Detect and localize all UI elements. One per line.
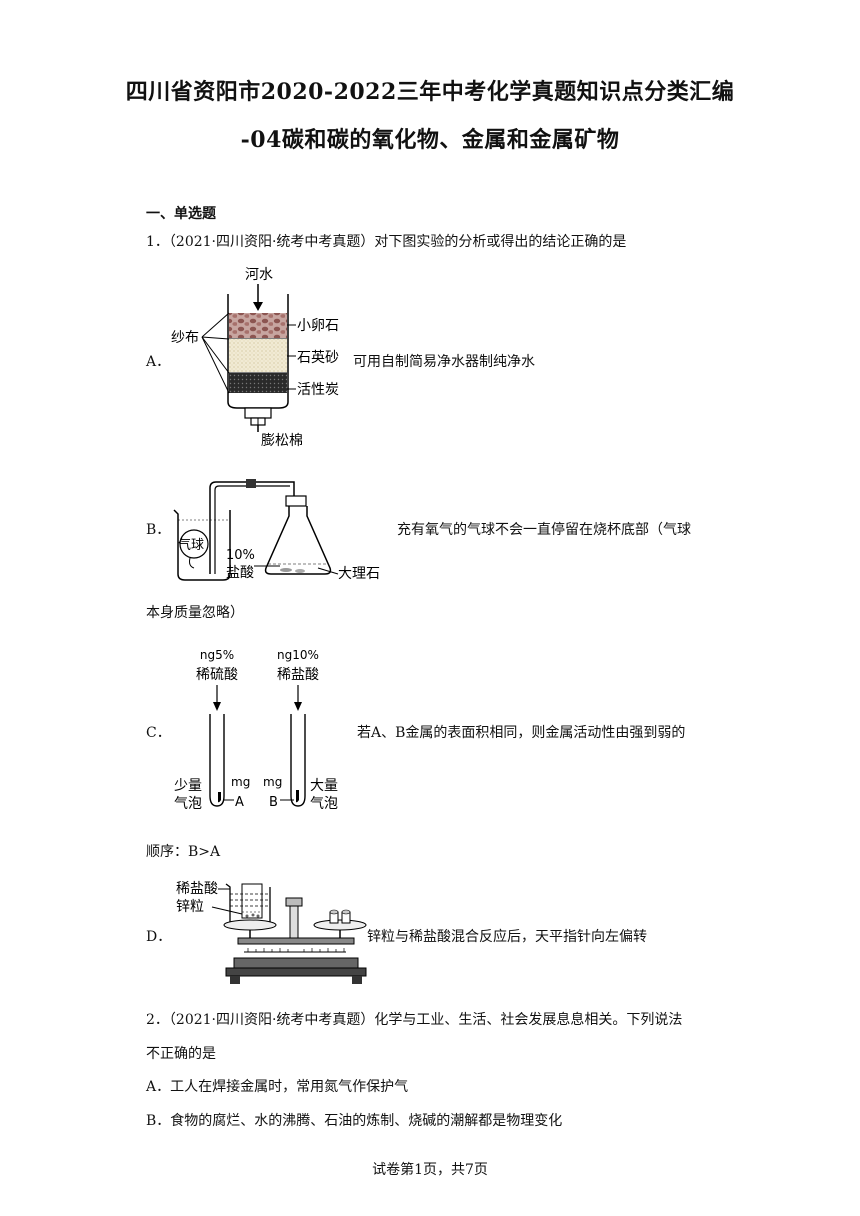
mass-a-label: mg bbox=[231, 775, 250, 789]
option-d-text: 锌粒与稀盐酸混合反应后，天平指针向左偏转 bbox=[367, 929, 647, 945]
hydrochloric-acid-label: 盐酸 bbox=[226, 565, 254, 581]
left-bubbles-1: 少量 bbox=[174, 778, 202, 794]
mass-b-label: mg bbox=[263, 775, 282, 789]
metal-b-label: B bbox=[269, 795, 278, 810]
balance-figure: 稀盐酸 锌粒 bbox=[176, 881, 367, 984]
pebbles-label: 小卵石 bbox=[297, 318, 339, 334]
option-d-letter: D． bbox=[146, 929, 172, 945]
acid2-name-label: 稀盐酸 bbox=[277, 667, 319, 683]
quartz-sand-label: 石英砂 bbox=[297, 349, 339, 366]
option-c-letter: C． bbox=[146, 725, 171, 741]
test-tubes-figure: ng5% 稀硫酸 少量 气泡 mg A ng10% 稀盐酸 mg B 大量 气泡 bbox=[174, 648, 338, 812]
cotton-label: 膨松棉 bbox=[261, 432, 303, 449]
section-heading: 一、单选题 bbox=[146, 206, 216, 222]
marble-label: 大理石 bbox=[338, 566, 380, 582]
option-c-text-line1: 若A、B金属的表面积相同，则金属活动性由强到弱的 bbox=[357, 725, 686, 741]
question-2-stem-line2: 不正确的是 bbox=[146, 1046, 216, 1062]
dilute-acid-label: 稀盐酸 bbox=[176, 881, 218, 897]
right-bubbles-1: 大量 bbox=[310, 778, 338, 794]
right-bubbles-2: 气泡 bbox=[310, 796, 338, 812]
question-2-stem-line1: 2．（2021·四川资阳·统考中考真题）化学与工业、生活、社会发展息息相关。下列… bbox=[146, 1012, 683, 1028]
option-b-text-line1: 充有氧气的气球不会一直停留在烧杯底部（气球 bbox=[397, 522, 691, 538]
acid1-amount-label: ng5% bbox=[200, 648, 234, 662]
acid2-amount-label: ng10% bbox=[277, 648, 319, 662]
gauze-label: 纱布 bbox=[171, 330, 199, 346]
page-footer: 试卷第1页，共7页 bbox=[372, 1162, 488, 1178]
option-b-text-line2: 本身质量忽略） bbox=[146, 605, 244, 621]
beaker-flask-figure: 气球 10% 盐酸 大理石 bbox=[173, 479, 380, 582]
zinc-label: 锌粒 bbox=[176, 899, 204, 915]
river-water-label: 河水 bbox=[245, 267, 273, 283]
option-b-letter: B． bbox=[146, 522, 171, 538]
left-bubbles-2: 气泡 bbox=[174, 796, 202, 812]
question-2-option-a: A．工人在焊接金属时，常用氮气作保护气 bbox=[146, 1079, 409, 1095]
hydrochloric-concentration-label: 10% bbox=[226, 548, 255, 563]
metal-a-label: A bbox=[235, 795, 244, 810]
question-2-option-b: B．食物的腐烂、水的沸腾、石油的炼制、烧碱的潮解都是物理变化 bbox=[146, 1113, 563, 1129]
page-subtitle: -04碳和碳的氧化物、金属和金属矿物 bbox=[240, 127, 620, 153]
option-c-text-line2: 顺序：B>A bbox=[146, 844, 221, 860]
balloon-label: 气球 bbox=[178, 537, 204, 553]
activated-carbon-label: 活性炭 bbox=[297, 382, 339, 398]
question-1-stem: 1．（2021·四川资阳·统考中考真题）对下图实验的分析或得出的结论正确的是 bbox=[146, 234, 627, 250]
option-a-text: 可用自制简易净水器制纯净水 bbox=[353, 354, 535, 370]
acid1-name-label: 稀硫酸 bbox=[196, 667, 238, 683]
water-filter-figure: 河水 小卵石 石英砂 活性炭 纱布 膨松棉 bbox=[171, 267, 339, 449]
page-title: 四川省资阳市2020-2022三年中考化学真题知识点分类汇编 bbox=[125, 79, 735, 105]
option-a-letter: A． bbox=[146, 354, 171, 370]
